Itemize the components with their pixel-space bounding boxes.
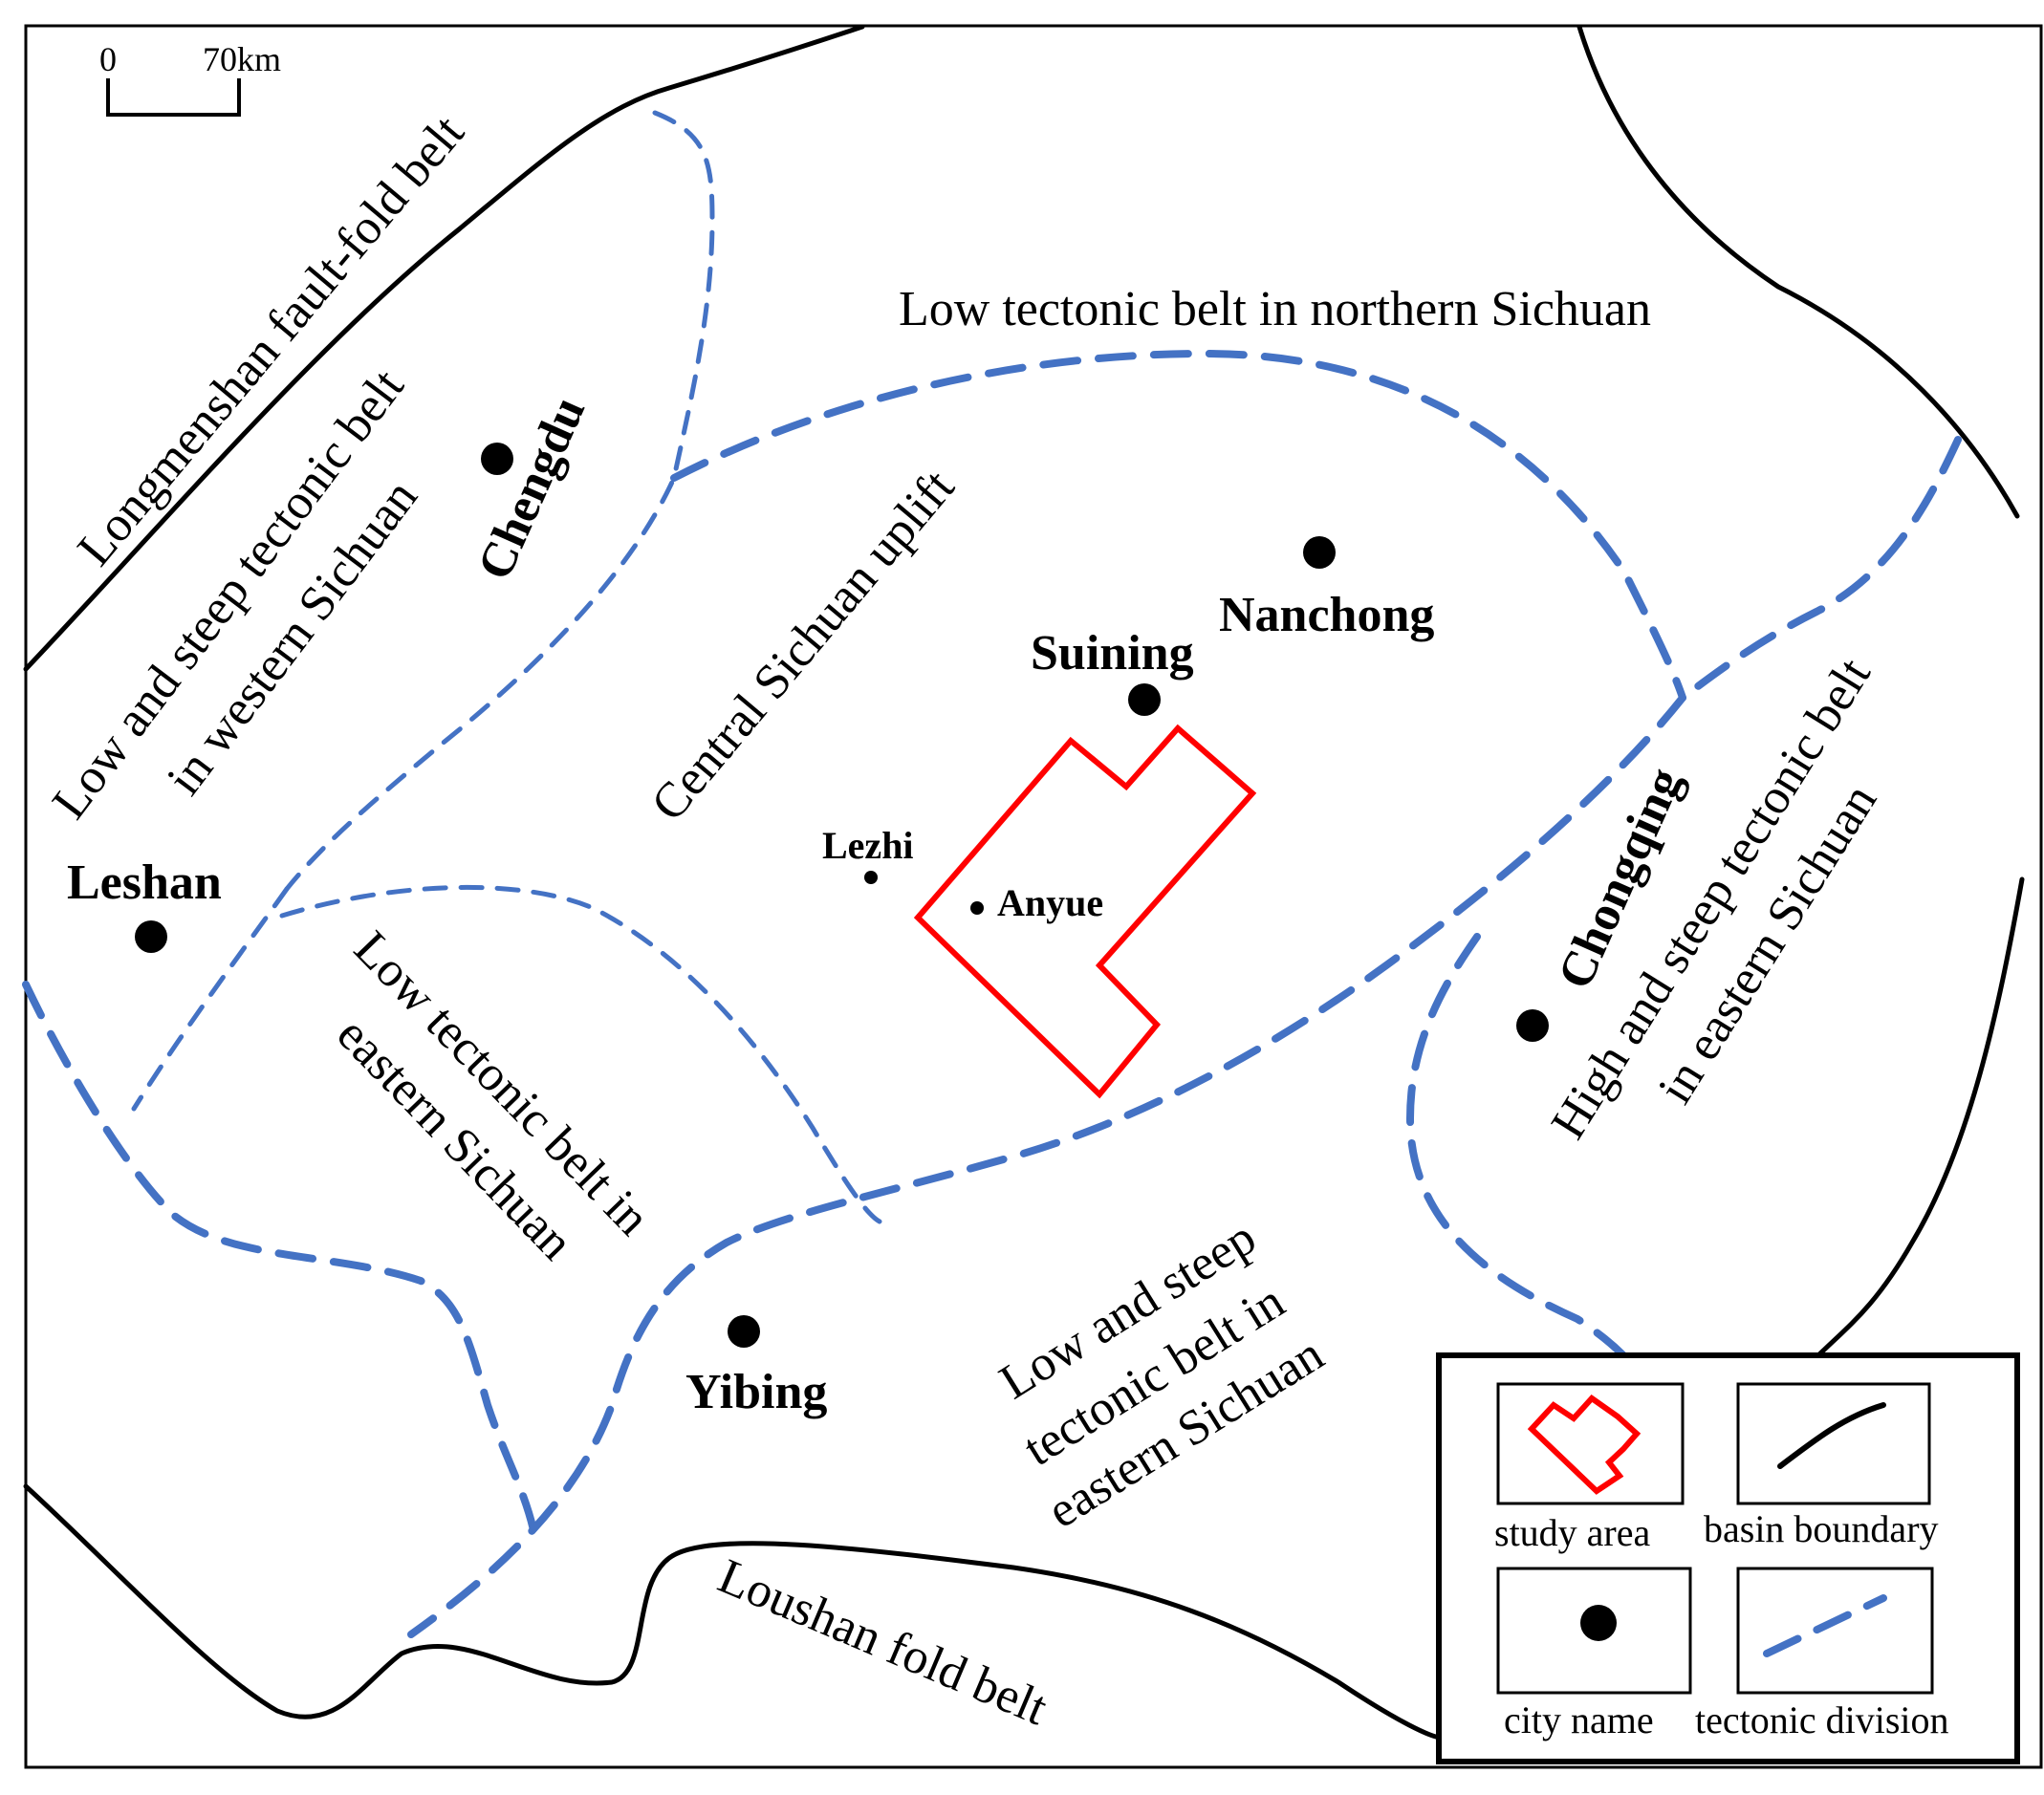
basin-boundary-east bbox=[1814, 876, 2025, 1360]
legend-study-area-box bbox=[1496, 1382, 1685, 1505]
city-label-leshan: Leshan bbox=[67, 855, 222, 910]
city-label-yibing: Yibing bbox=[685, 1365, 827, 1419]
legend-study-area-icon bbox=[1527, 1395, 1642, 1495]
legend-city-name-label: city name bbox=[1504, 1698, 1654, 1741]
town-label-anyue: Anyue bbox=[997, 881, 1103, 924]
town-marker-lezhi bbox=[864, 871, 878, 884]
legend-basin-boundary-icon bbox=[1777, 1402, 1886, 1469]
legend-tectonic-division-icon bbox=[1763, 1594, 1887, 1657]
legend-tectonic-division-box bbox=[1736, 1567, 1934, 1695]
division-east-north bbox=[1679, 436, 1962, 702]
map-frame bbox=[24, 24, 2043, 1769]
legend-tectonic-division-label: tectonic division bbox=[1695, 1698, 1949, 1741]
town-marker-anyue bbox=[970, 901, 984, 915]
legend-city-box bbox=[1496, 1567, 1692, 1695]
city-label-chengdu: Chengdu bbox=[468, 389, 596, 588]
city-marker-chongqing bbox=[1516, 1009, 1549, 1042]
tectonic-divisions bbox=[22, 110, 1962, 1638]
city-marker-suining bbox=[1128, 683, 1161, 716]
legend-study-area-label: study area bbox=[1494, 1511, 1651, 1554]
legend-basin-boundary-box bbox=[1736, 1382, 1931, 1505]
town-label-lezhi: Lezhi bbox=[822, 824, 914, 867]
scale-bar-line bbox=[106, 78, 241, 117]
basin-boundary-northwest bbox=[23, 24, 865, 672]
label-central-uplift: Central Sichuan uplift bbox=[641, 460, 966, 832]
basin-boundaries bbox=[23, 24, 2025, 1741]
label-northern-belt: Low tectonic belt in northern Sichuan bbox=[899, 282, 1651, 336]
basin-boundary-south bbox=[23, 1483, 1446, 1741]
city-label-suining: Suining bbox=[1031, 626, 1194, 681]
basin-boundary-northeast bbox=[1576, 24, 2020, 519]
study-area-polygon bbox=[913, 724, 1257, 1099]
legend-basin-boundary-label: basin boundary bbox=[1704, 1507, 1939, 1550]
label-loushan: Loushan fold belt bbox=[710, 1549, 1055, 1737]
division-east-south bbox=[1405, 933, 1629, 1361]
division-west-upper bbox=[284, 110, 715, 892]
towns: Lezhi Anyue bbox=[822, 824, 1103, 924]
city-label-nanchong: Nanchong bbox=[1219, 588, 1434, 642]
city-marker-chengdu bbox=[481, 443, 513, 475]
city-marker-yibing bbox=[728, 1315, 760, 1348]
division-central-north bbox=[670, 349, 1686, 702]
scale-distance-label: 70km bbox=[203, 40, 281, 78]
city-marker-nanchong bbox=[1303, 536, 1336, 569]
division-central-west-arc bbox=[279, 884, 882, 1224]
division-southwest bbox=[22, 981, 539, 1543]
city-marker-leshan bbox=[135, 920, 167, 953]
legend: study area basin boundary city name tect… bbox=[1436, 1352, 2020, 1764]
scale-bar: 0 70km bbox=[99, 40, 281, 117]
scale-zero-label: 0 bbox=[99, 40, 117, 78]
division-central-south bbox=[407, 694, 1686, 1638]
legend-city-icon bbox=[1580, 1605, 1617, 1641]
division-west-lower bbox=[131, 886, 290, 1112]
